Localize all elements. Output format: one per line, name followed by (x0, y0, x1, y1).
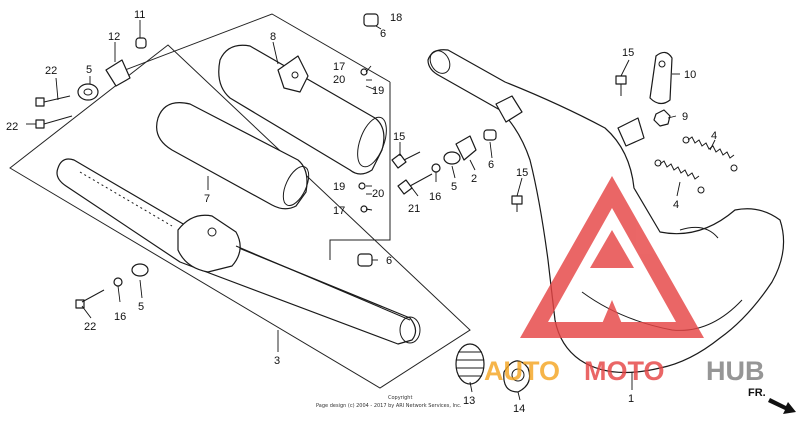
callout-2: 2 (471, 173, 477, 185)
watermark-text-auto: AUTO (484, 356, 560, 386)
exhaust-spring (654, 159, 705, 194)
bolt (35, 115, 73, 129)
stay-plate (105, 59, 131, 87)
rubber-mount (443, 151, 461, 165)
arrow-icon (768, 398, 796, 414)
callout-12: 12 (108, 31, 120, 43)
bolt (397, 173, 433, 195)
bolt (35, 95, 71, 107)
callout-15-right: 15 (622, 47, 634, 59)
callout-6-top: 6 (380, 28, 386, 40)
collar (135, 37, 147, 49)
callout-9: 9 (682, 111, 688, 123)
exhaust-clamp (503, 360, 531, 393)
rubber-mount (77, 83, 99, 101)
callout-8: 8 (270, 31, 276, 43)
washer (113, 277, 123, 287)
callout-1: 1 (628, 393, 634, 405)
callout-20-top: 20 (333, 74, 345, 86)
tail-pipe (56, 158, 421, 345)
callout-16-bottom: 16 (114, 311, 126, 323)
stay-plate (455, 135, 477, 161)
copyright-line-1: Copyright (388, 395, 412, 401)
grommet (358, 182, 366, 190)
silencer-upper (218, 44, 387, 175)
callout-19-bottom: 19 (333, 181, 345, 193)
callout-6-bottom: 6 (386, 255, 392, 267)
callout-6-center: 6 (488, 159, 494, 171)
callout-18: 18 (390, 12, 402, 24)
bolt (511, 195, 523, 212)
callout-22-middle: 22 (6, 121, 18, 133)
callout-13: 13 (463, 395, 475, 407)
collar (363, 13, 379, 27)
callout-20-bottom: 20 (372, 188, 384, 200)
callout-11: 11 (134, 9, 145, 21)
collar (483, 129, 497, 141)
callout-22-top: 22 (45, 65, 57, 77)
callout-19-top: 19 (372, 85, 384, 97)
bolt (391, 151, 421, 169)
callout-4-upper: 4 (711, 130, 717, 142)
watermark: AUTO MOTO HUB (484, 176, 765, 386)
copyright-notice: Copyright Page design (c) 2004 - 2017 by… (316, 395, 462, 409)
collar (357, 253, 373, 267)
callout-5-left: 5 (86, 64, 92, 76)
callout-10: 10 (684, 69, 696, 81)
watermark-logo-icon (520, 176, 704, 338)
rubber-mount (131, 263, 149, 277)
callout-22-bottom: 22 (84, 321, 96, 333)
grommet (360, 68, 368, 76)
callout-15-left: 15 (393, 131, 405, 143)
mounting-bracket (649, 51, 673, 105)
washer (431, 163, 441, 173)
bolt (615, 75, 627, 96)
direction-label: FR. (748, 387, 766, 399)
callout-4-lower: 4 (673, 199, 679, 211)
callout-3: 3 (274, 355, 280, 367)
copyright-line-2: Page design (c) 2004 - 2017 by ARI Netwo… (316, 403, 462, 409)
leader-lines (26, 20, 716, 401)
watermark-text-hub: HUB (706, 356, 765, 386)
callout-5-center: 5 (451, 181, 457, 193)
callout-17-top: 17 (333, 61, 345, 73)
hex-nut (653, 109, 671, 127)
exhaust-gasket (455, 343, 485, 385)
callout-labels: 1 2 3 4 4 5 5 5 6 6 6 7 8 9 10 11 12 13 … (6, 9, 717, 415)
callout-16-center: 16 (429, 191, 441, 203)
front-direction-indicator: FR. (748, 387, 796, 414)
exhaust-spring (682, 136, 738, 172)
callout-7: 7 (204, 193, 210, 205)
watermark-text-moto: MOTO (584, 356, 665, 386)
bolt (75, 289, 105, 309)
callout-21: 21 (408, 203, 420, 215)
callout-14: 14 (513, 403, 525, 415)
callout-15-center: 15 (516, 167, 528, 179)
silencer-packing (156, 102, 310, 210)
callout-5-bottom: 5 (138, 301, 144, 313)
callout-17-bottom: 17 (333, 205, 345, 217)
